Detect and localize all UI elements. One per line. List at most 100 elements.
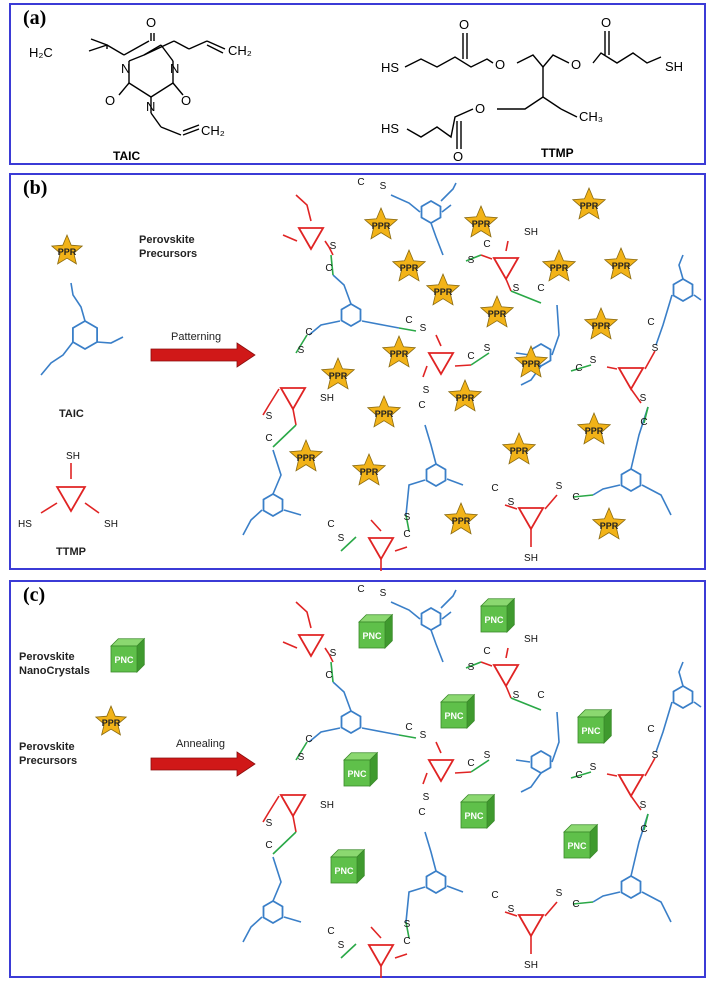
pnc-cube-label: PNC [464,811,484,821]
ttmp-triangle [297,227,325,251]
thiol-sh: SH [524,553,538,564]
taic-arm [592,891,621,903]
ttmp-o-3: O [571,57,581,72]
taic-hexagon [425,869,447,895]
legend-hs: HS [18,519,32,530]
panel-a: (a) [9,3,706,165]
ppr-star-label: PPR [472,219,491,229]
ppr-star-label: PPR [297,453,316,463]
legend-ppr-label-c: Perovskite Precursors [19,741,78,767]
pnc-cube [460,801,488,829]
thioether-bond [470,759,490,773]
ttmp-arm [370,519,382,532]
ttmp-triangle [279,387,307,411]
ttmp-o-4: O [601,15,611,30]
ppr-star [479,294,515,328]
taic-hexagon [340,709,362,735]
ppr-star-label: PPR [612,261,631,271]
taic-arm [441,611,452,620]
atom-c: C [483,646,490,657]
atom-s: S [330,648,337,659]
atom-c: C [640,417,647,428]
legend-sh: SH [104,519,118,530]
ppr-star [576,411,612,445]
taic-name: TAIC [113,149,140,163]
taic-arm [655,294,673,346]
legend-ttmp-label: TTMP [56,546,86,558]
thioether-bond [398,734,417,739]
ppr-star [288,438,324,472]
atom-c: C [483,239,490,250]
atom-c: C [575,363,582,374]
atom-s: S [484,750,491,761]
taic-ch2-right: CH₂ [228,43,252,58]
ppr-star [447,378,483,412]
taic-arm [430,222,444,256]
ppr-star-label: PPR [372,221,391,231]
taic-arm [693,701,702,708]
ppr-star [603,246,639,280]
thioether-bond [272,831,297,855]
ttmp-structure [404,31,662,149]
thiol-sh: SH [524,634,538,645]
taic-arm [272,449,282,495]
ttmp-triangle [367,944,395,968]
atom-s: S [423,385,430,396]
ppr-star-label: PPR [580,201,599,211]
pnc-cube-label: PNC [347,769,367,779]
ppr-star [351,452,387,486]
ppr-star-label: PPR [434,287,453,297]
pnc-cube [110,645,138,673]
ppr-star [463,204,499,238]
taic-arm [361,320,400,329]
ttmp-o-6: O [453,149,463,164]
atom-s: S [338,533,345,544]
taic-arm [242,509,263,536]
taic-arm [332,274,352,305]
ttmp-arm [504,911,518,917]
ppr-star-label: PPR [488,309,507,319]
ppr-star [571,186,607,220]
pnc-cube-label: PNC [334,866,354,876]
taic-hexagon [620,467,642,493]
atom-c: C [403,936,410,947]
atom-s: S [266,411,273,422]
taic-arm [441,204,452,213]
ttmp-legend-arm [40,502,58,514]
atom-c: C [647,317,654,328]
ppr-star [591,506,627,540]
atom-c: C [537,690,544,701]
ttmp-triangle [427,759,455,783]
atom-c: C [265,840,272,851]
thioether-bond [572,494,594,498]
chemical-structures: H₂C CH₂ CH₂ O O O N N N TAIC HS O O [29,15,683,164]
ttmp-hs-top: HS [381,60,399,75]
ttmp-arm [422,365,428,378]
taic-arm [641,484,672,516]
atom-c: C [327,926,334,937]
ppr-star [501,431,537,465]
ttmp-triangle [367,537,395,561]
atom-c: C [572,899,579,910]
ttmp-arm [292,408,297,426]
atom-s: S [420,323,427,334]
atom-c: C [405,722,412,733]
ttmp-triangle [617,367,645,391]
taic-n-bottom: N [146,99,155,114]
pnc-cube-label: PNC [114,655,134,665]
taic-arm [655,701,673,753]
ppr-star-label: PPR [456,393,475,403]
ttmp-arm [630,795,642,811]
taic-arm [440,589,457,609]
ppr-star-label: PPR [522,359,541,369]
ttmp-o-2: O [495,57,505,72]
ttmp-arm [480,254,493,260]
ppr-star-label: PPR [329,371,348,381]
ppr-star-label: PPR [102,718,121,728]
taic-arm [430,629,444,663]
process-arrow [150,751,256,777]
atom-s: S [508,904,515,915]
taic-hexagon [340,302,362,328]
ttmp-arm [505,240,509,252]
